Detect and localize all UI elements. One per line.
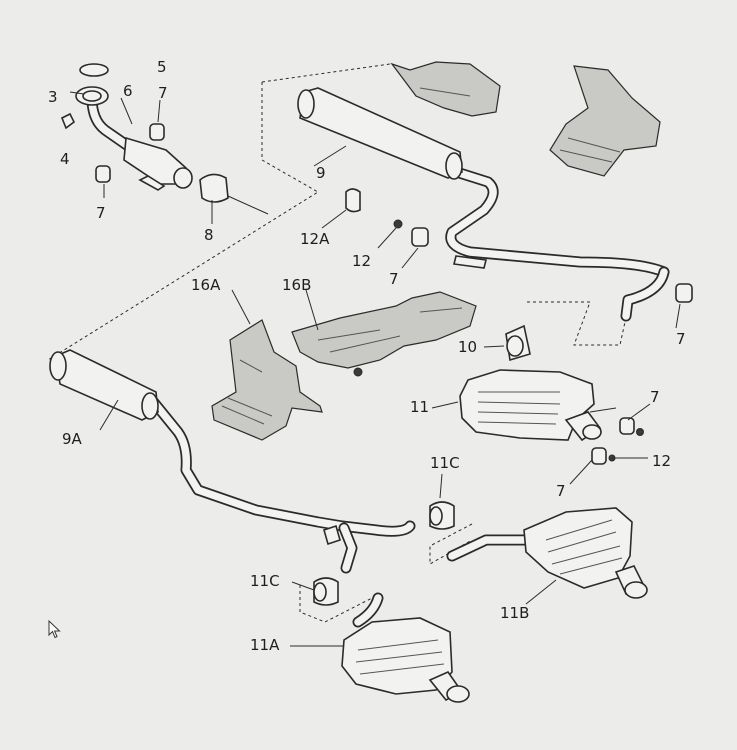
rubber-hanger-12a bbox=[345, 188, 361, 213]
label-4: 4 bbox=[60, 150, 70, 168]
label-12-right: 12 bbox=[652, 452, 672, 470]
label-6: 6 bbox=[123, 82, 133, 100]
nut-12 bbox=[393, 219, 403, 229]
connector-boundary-10 bbox=[527, 301, 629, 346]
connector-10 bbox=[505, 324, 531, 362]
exhaust-system-9a bbox=[49, 349, 416, 574]
nut-12-right bbox=[636, 428, 644, 436]
label-7-left: 7 bbox=[96, 204, 106, 222]
label-7-right: 7 bbox=[676, 330, 686, 348]
clamp-11c-lower bbox=[313, 577, 339, 606]
label-7-mid: 7 bbox=[389, 270, 399, 288]
leader-lines bbox=[69, 91, 681, 647]
heat-shield-16b bbox=[291, 291, 477, 377]
clamp-11c-upper bbox=[429, 501, 455, 530]
label-7-11b: 7 bbox=[556, 482, 566, 500]
rubber-hanger-7-top bbox=[149, 123, 165, 141]
heat-shield-16a bbox=[211, 319, 323, 441]
label-11b: 11B bbox=[500, 604, 530, 622]
gasket-5 bbox=[79, 63, 109, 77]
mouse-cursor-icon bbox=[48, 620, 61, 639]
connector-boundary-11c-bottom bbox=[299, 585, 373, 623]
label-7-11a: 7 bbox=[650, 388, 660, 406]
rubber-hanger-7-left bbox=[95, 165, 111, 183]
label-7-top: 7 bbox=[158, 84, 168, 102]
label-12: 12 bbox=[352, 252, 372, 270]
label-11c-bottom: 11C bbox=[250, 572, 280, 590]
rear-silencer-11 bbox=[459, 369, 617, 442]
rubber-hanger-7-11b bbox=[591, 447, 607, 465]
label-16a: 16A bbox=[191, 276, 221, 294]
rubber-hanger-7-11a bbox=[619, 417, 635, 435]
connector-boundary-11c-top bbox=[429, 523, 473, 565]
subassembly-boundary bbox=[47, 63, 391, 361]
label-9: 9 bbox=[316, 164, 326, 182]
label-11a: 11A bbox=[250, 636, 280, 654]
label-8: 8 bbox=[204, 226, 214, 244]
clamp-8 bbox=[199, 173, 269, 215]
rubber-hanger-7-mid bbox=[411, 227, 429, 247]
rubber-hanger-7-right bbox=[675, 283, 693, 303]
front-pipe-6 bbox=[75, 86, 193, 191]
underbody-heat-shields bbox=[390, 61, 661, 177]
silencer-11b bbox=[446, 507, 648, 599]
nut-4 bbox=[60, 112, 76, 130]
exhaust-system-9 bbox=[297, 87, 670, 322]
label-9a: 9A bbox=[62, 430, 82, 448]
label-5: 5 bbox=[157, 58, 167, 76]
label-16b: 16B bbox=[282, 276, 312, 294]
label-11: 11 bbox=[410, 398, 430, 416]
label-11c-top: 11C bbox=[430, 454, 460, 472]
label-3: 3 bbox=[48, 88, 58, 106]
label-12a: 12A bbox=[300, 230, 330, 248]
silencer-11a bbox=[341, 592, 470, 703]
label-10: 10 bbox=[458, 338, 478, 356]
